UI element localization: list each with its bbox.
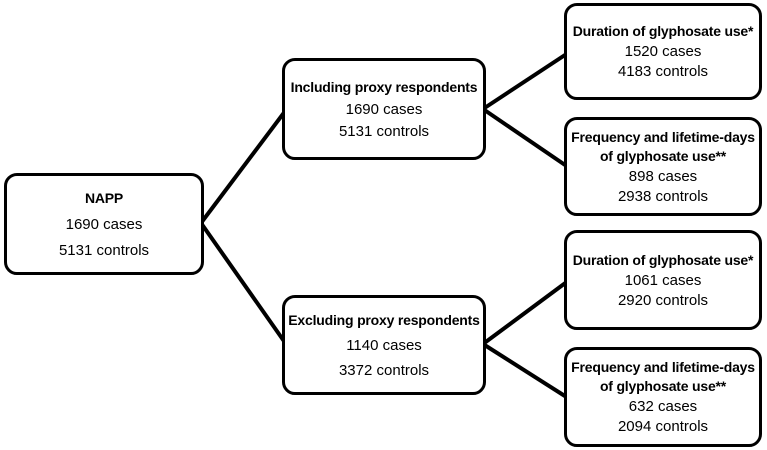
node-including-proxy-controls: 5131 controls	[338, 122, 430, 140]
node-excluding-frequency-title: Frequency and lifetime-days of glyphosat…	[571, 359, 755, 394]
node-including-frequency: Frequency and lifetime-days of glyphosat…	[564, 117, 762, 216]
node-excluding-proxy: Excluding proxy respondents 1140 cases 3…	[282, 295, 486, 395]
node-including-frequency-title: Frequency and lifetime-days of glyphosat…	[571, 128, 755, 164]
node-excluding-frequency: Frequency and lifetime-days of glyphosat…	[564, 347, 762, 447]
node-including-frequency-cases: 898 cases	[628, 167, 698, 185]
node-napp: NAPP 1690 cases 5131 controls	[4, 173, 204, 275]
node-excluding-frequency-cases: 632 cases	[628, 398, 698, 415]
node-including-duration-controls: 4183 controls	[617, 63, 709, 80]
node-excluding-proxy-title: Excluding proxy respondents	[288, 311, 480, 328]
node-including-duration-cases: 1520 cases	[624, 43, 702, 60]
node-including-duration: Duration of glyphosate use* 1520 cases 4…	[564, 3, 762, 100]
connector-excluding-duration	[481, 279, 570, 346]
node-excluding-duration-cases: 1061 cases	[624, 271, 702, 289]
connector-including-frequency	[481, 107, 570, 169]
node-including-proxy-title: Including proxy respondents	[290, 78, 478, 95]
connector-napp-including	[199, 108, 288, 225]
node-including-frequency-controls: 2938 controls	[617, 187, 709, 205]
node-excluding-proxy-cases: 1140 cases	[346, 336, 422, 354]
node-including-proxy-cases: 1690 cases	[345, 100, 423, 118]
node-excluding-proxy-controls: 3372 controls	[338, 361, 430, 379]
connector-including-duration	[481, 51, 570, 111]
node-including-duration-title: Duration of glyphosate use*	[572, 23, 754, 39]
node-excluding-duration: Duration of glyphosate use* 1061 cases 2…	[564, 230, 762, 330]
node-excluding-duration-controls: 2920 controls	[617, 291, 709, 309]
node-napp-title: NAPP	[84, 189, 124, 206]
node-excluding-frequency-controls: 2094 controls	[617, 418, 709, 435]
node-napp-controls: 5131 controls	[58, 241, 150, 259]
node-excluding-duration-title: Duration of glyphosate use*	[572, 251, 754, 268]
node-including-proxy: Including proxy respondents 1690 cases 5…	[282, 58, 486, 160]
connector-excluding-frequency	[481, 342, 570, 400]
connector-napp-excluding	[199, 221, 288, 346]
node-napp-cases: 1690 cases	[65, 215, 143, 233]
